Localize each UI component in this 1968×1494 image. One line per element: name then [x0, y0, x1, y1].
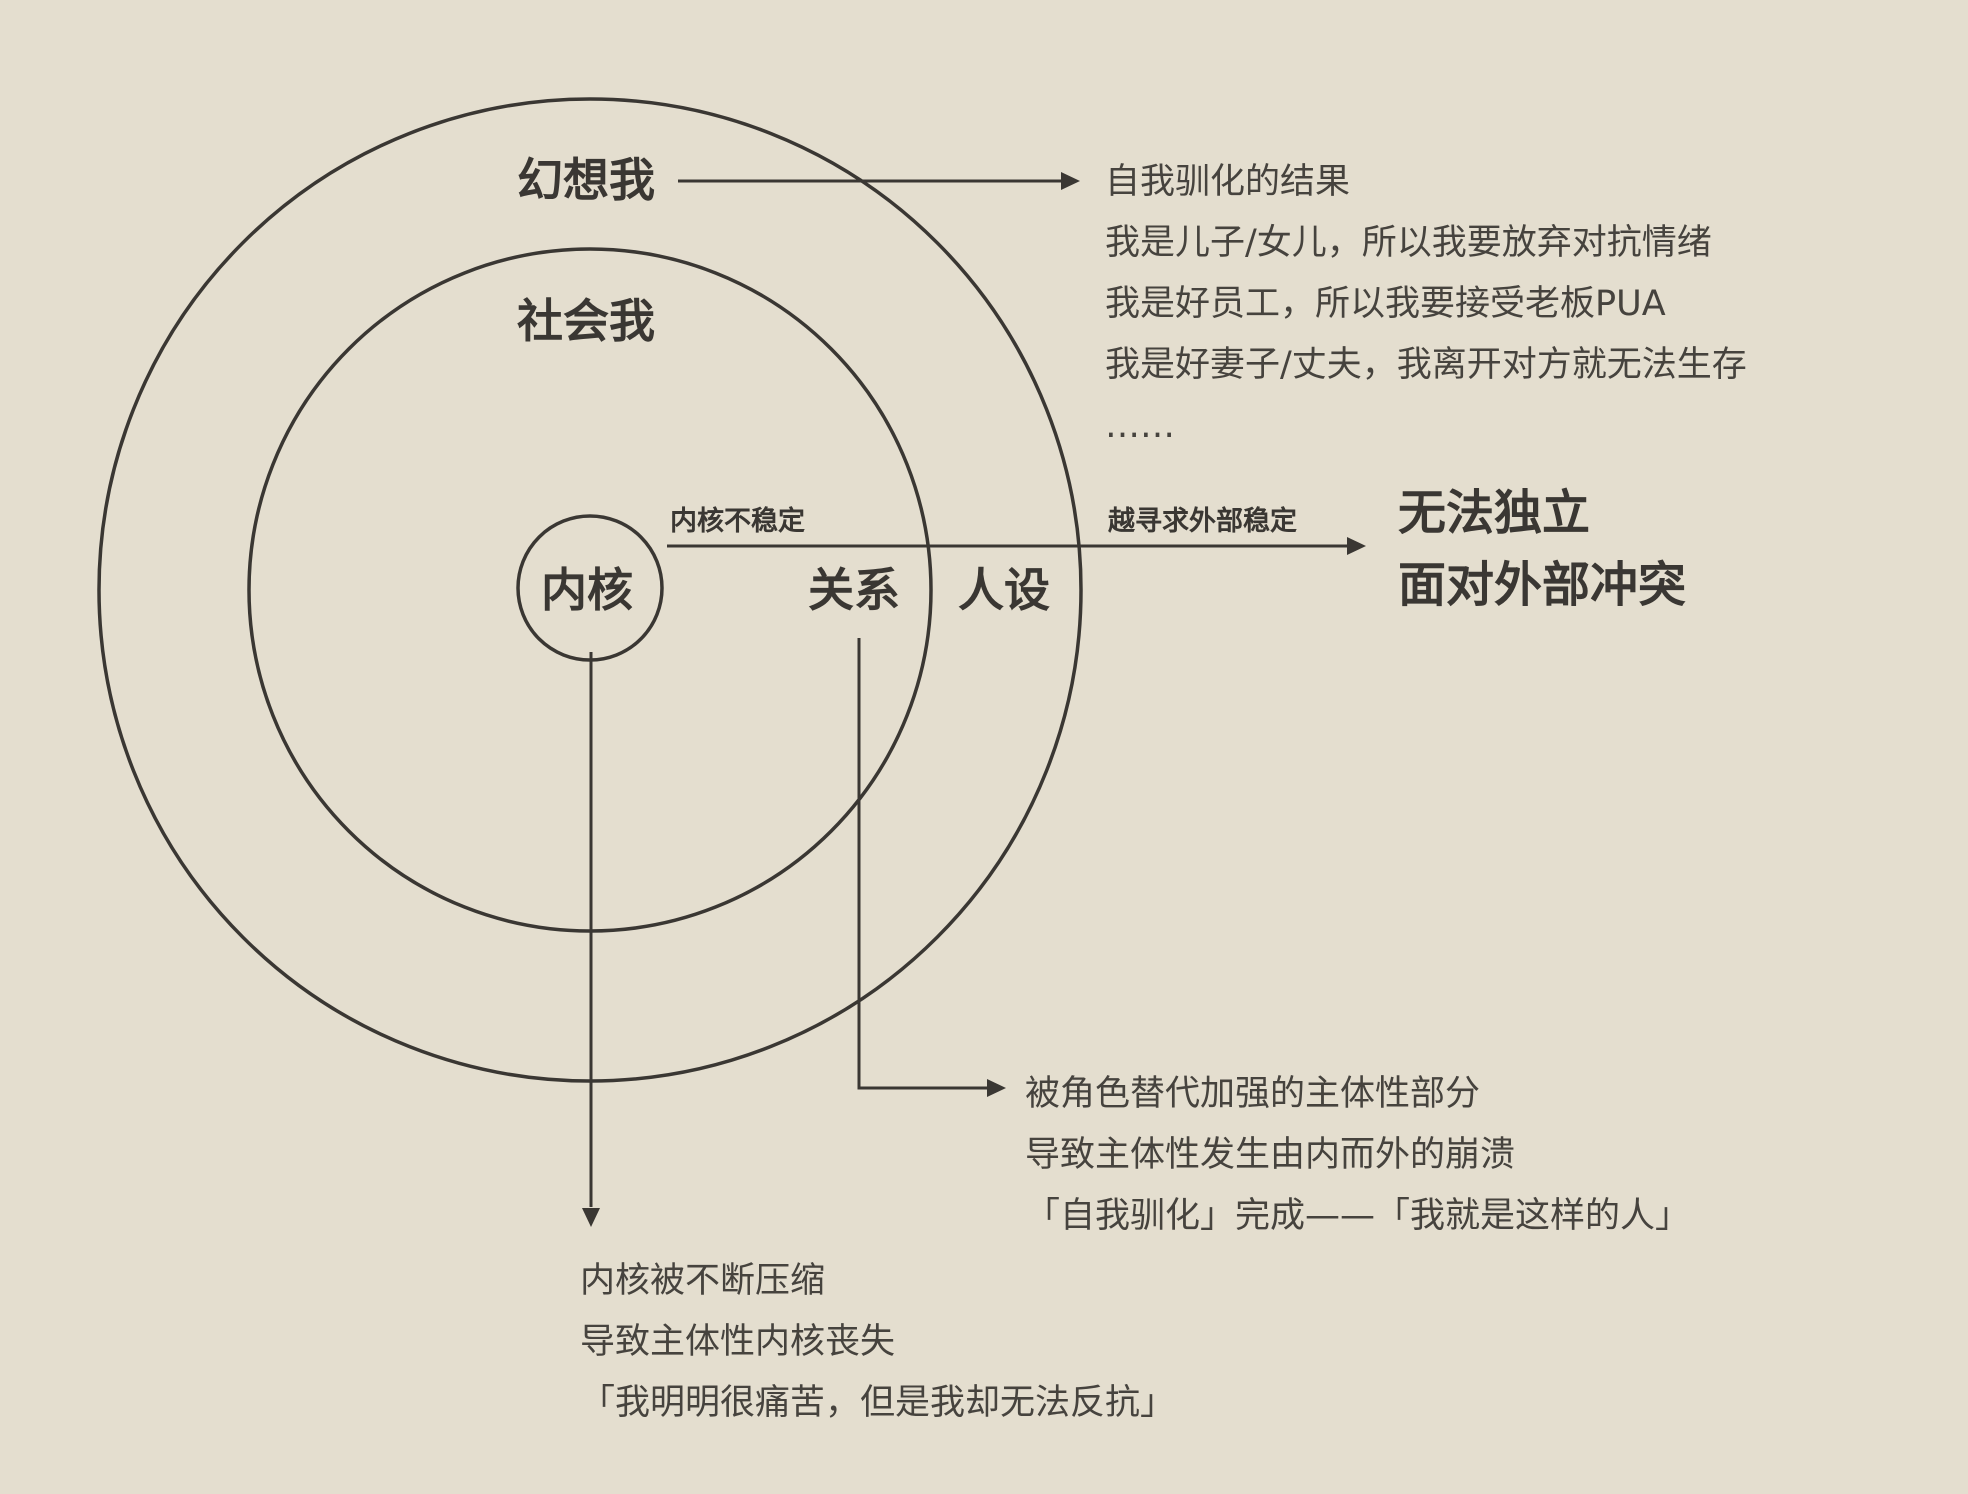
relationship-note: 导致主体性发生由内而外的崩溃: [1025, 1135, 1516, 1175]
relationship-note: 「自我驯化」完成——「我就是这样的人」: [1025, 1196, 1691, 1236]
arrowhead-core-down: [582, 1208, 600, 1227]
conclusion-line-1: 无法独立: [1398, 485, 1591, 541]
fantasy-note: 我是儿子/女儿，所以我要放弃对抗情绪: [1105, 223, 1712, 263]
label-social-self: 社会我: [517, 294, 655, 348]
arrowhead-relationship: [987, 1079, 1006, 1097]
arrowhead-fantasy: [1061, 172, 1080, 190]
core-note: 「我明明很痛苦，但是我却无法反抗」: [580, 1383, 1176, 1423]
fantasy-note-ellipsis: ……: [1105, 406, 1175, 446]
conclusion-line-2: 面对外部冲突: [1398, 557, 1687, 613]
conclusion-text: 无法独立 面对外部冲突: [1398, 477, 1686, 621]
label-persona: 人设: [958, 563, 1050, 617]
label-seek-external: 越寻求外部稳定: [1108, 506, 1297, 537]
label-relationship: 关系: [808, 563, 900, 617]
label-core-unstable: 内核不稳定: [670, 506, 805, 537]
label-core: 内核: [541, 563, 633, 617]
fantasy-note: 我是好妻子/丈夫，我离开对方就无法生存: [1105, 345, 1747, 385]
core-note: 导致主体性内核丧失: [580, 1322, 896, 1362]
fantasy-note: 自我驯化的结果: [1105, 162, 1351, 202]
core-note: 内核被不断压缩: [580, 1261, 826, 1301]
relationship-note: 被角色替代加强的主体性部分: [1025, 1074, 1481, 1114]
arrow-relationship-elbow: [857, 638, 988, 1090]
arrowhead-conclusion: [1347, 537, 1366, 555]
label-fantasy-self: 幻想我: [517, 153, 655, 207]
core-notes: 内核被不断压缩 导致主体性内核丧失 「我明明很痛苦，但是我却无法反抗」: [580, 1251, 1175, 1434]
relationship-notes: 被角色替代加强的主体性部分 导致主体性发生由内而外的崩溃 「自我驯化」完成——「…: [1025, 1064, 1690, 1247]
fantasy-self-notes: 自我驯化的结果 我是儿子/女儿，所以我要放弃对抗情绪 我是好员工，所以我要接受老…: [1105, 152, 1747, 457]
fantasy-note: 我是好员工，所以我要接受老板PUA: [1105, 284, 1666, 324]
